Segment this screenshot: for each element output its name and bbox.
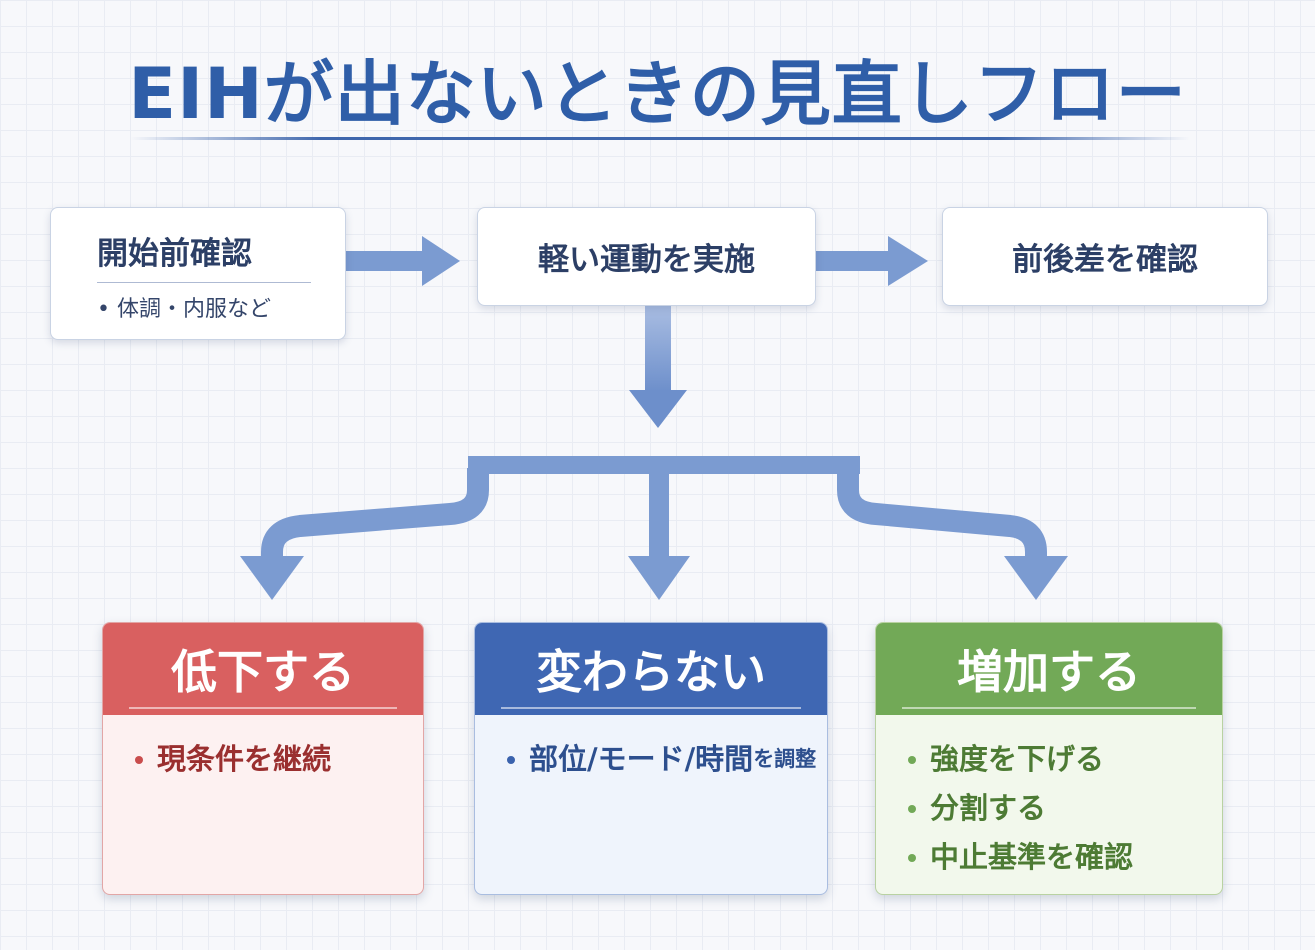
outcome-unchanged-card: 変わらない 部位/モード/時間を調整 xyxy=(474,622,828,895)
arrow-exercise-to-compare xyxy=(816,236,928,286)
list-item-text: 中止基準を確認 xyxy=(930,840,1134,874)
step-pre-check-note: • 体調・内服など xyxy=(97,297,271,322)
bullet-icon xyxy=(135,755,143,764)
list-item: 現条件を継続 xyxy=(135,735,423,784)
title-underline xyxy=(130,137,1190,140)
bullet-icon xyxy=(908,853,916,862)
step-pre-check-label: 開始前確認 xyxy=(97,236,252,272)
outcome-increase-header: 増加する xyxy=(876,623,1222,715)
bullet-icon xyxy=(507,755,515,764)
step-compare-label: 前後差を確認 xyxy=(1012,242,1198,278)
page-title: EIHが出ないときの見直しフロー xyxy=(128,53,1187,135)
outcome-increase-body: 強度を下げる 分割する 中止基準を確認 xyxy=(876,715,1222,882)
step-exercise: 軽い運動を実施 xyxy=(477,207,816,306)
outcome-unchanged-divider xyxy=(501,707,801,709)
step-pre-check-divider xyxy=(97,282,311,283)
arrow-branch-left xyxy=(240,468,489,600)
bullet-icon xyxy=(908,755,916,764)
arrow-branch-right xyxy=(837,468,1068,600)
outcome-increase-label: 増加する xyxy=(957,645,1141,699)
list-item-text: 現条件を継続 xyxy=(157,742,332,776)
outcome-decrease-card: 低下する 現条件を継続 xyxy=(102,622,424,895)
list-item: 分割する xyxy=(908,784,1222,833)
list-item-text: 強度を下げる xyxy=(930,742,1105,776)
arrow-pre-to-exercise xyxy=(346,236,460,286)
outcome-increase-card: 増加する 強度を下げる 分割する 中止基準を確認 xyxy=(875,622,1223,895)
outcome-decrease-header: 低下する xyxy=(103,623,423,715)
outcome-decrease-label: 低下する xyxy=(171,645,355,699)
outcome-decrease-body: 現条件を継続 xyxy=(103,715,423,784)
bullet-icon xyxy=(908,804,916,813)
step-exercise-label: 軽い運動を実施 xyxy=(538,242,755,278)
step-pre-check: 開始前確認 • 体調・内服など xyxy=(50,207,346,340)
outcome-decrease-divider xyxy=(129,707,397,709)
list-item-text: 分割する xyxy=(930,791,1047,825)
branch-bar xyxy=(468,456,860,474)
arrow-branch-center xyxy=(628,468,690,600)
arrow-exercise-down xyxy=(629,306,687,428)
step-compare: 前後差を確認 xyxy=(942,207,1268,306)
list-item: 強度を下げる xyxy=(908,735,1222,784)
list-item: 部位/モード/時間を調整 xyxy=(507,735,827,784)
outcome-unchanged-label: 変わらない xyxy=(536,645,766,699)
list-item-suffix: を調整 xyxy=(753,747,817,771)
list-item-text: 部位/モード/時間 xyxy=(529,742,754,776)
outcome-unchanged-body: 部位/モード/時間を調整 xyxy=(475,715,827,784)
list-item: 中止基準を確認 xyxy=(908,833,1222,882)
outcome-unchanged-header: 変わらない xyxy=(475,623,827,715)
outcome-increase-divider xyxy=(902,707,1196,709)
